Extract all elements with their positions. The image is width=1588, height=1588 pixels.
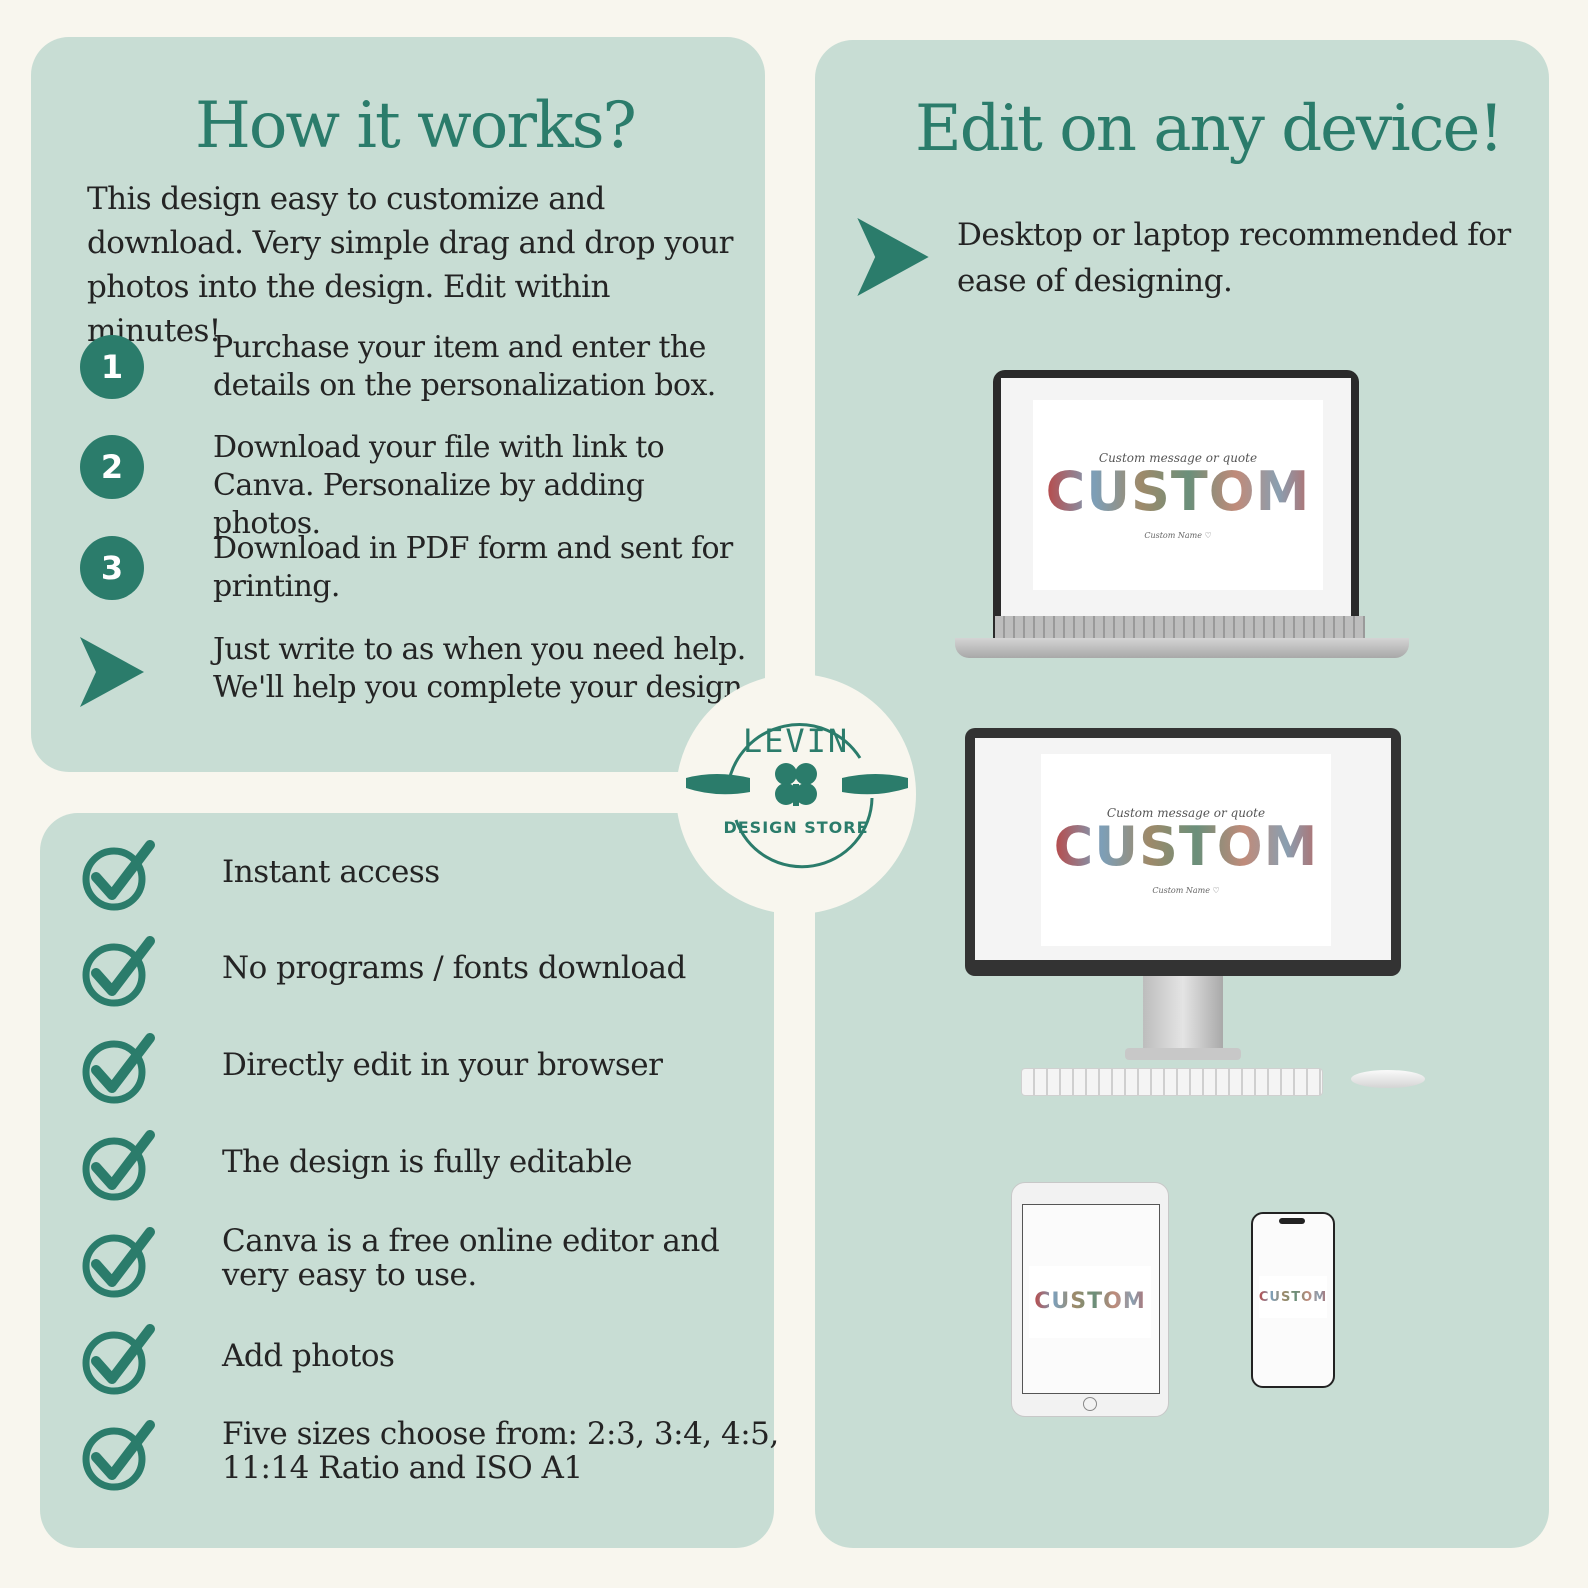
check-circle-icon (82, 1324, 155, 1395)
how-it-works-intro: This design easy to customize and downlo… (87, 181, 733, 349)
design-word-text: CUSTOM (1045, 459, 1311, 523)
laptop-screen-design: Custom message or quote CUSTOM Custom Na… (1033, 400, 1323, 590)
keyboard (1021, 1068, 1323, 1096)
feature-text: Directly edit in your browser (222, 1047, 663, 1083)
tablet-mockup: CUSTOM (1011, 1182, 1169, 1417)
tablet-home-button (1083, 1397, 1097, 1411)
check-circle-icon (82, 936, 155, 1007)
how-it-works-title: How it works? (195, 89, 637, 163)
step-text: Purchase your item and enter the details… (213, 330, 716, 403)
design-word-text: CUSTOM (1034, 1289, 1146, 1314)
feature-text: Canva is a free online editor and very e… (222, 1223, 720, 1293)
design-word-text: CUSTOM (1053, 814, 1319, 878)
design-name-text: Custom Name ♡ (1144, 530, 1212, 540)
logo-bottom-text: DESIGN STORE (723, 818, 869, 837)
check-circle-icon (82, 840, 155, 911)
tablet-screen-design: CUSTOM (1029, 1266, 1151, 1338)
design-quote-text: Custom message or quote (1106, 805, 1266, 820)
features-panel: Instant access No programs / fonts downl… (40, 813, 779, 1548)
step-text: Download your file with link to Canva. P… (213, 430, 665, 541)
arrow-right-icon (80, 637, 144, 707)
clover-logo-icon (686, 723, 908, 869)
phone-notch (1279, 1218, 1305, 1224)
phone-mockup: CUSTOM (1251, 1212, 1335, 1388)
feature-text: Five sizes choose from: 2:3, 3:4, 4:5, 1… (222, 1416, 779, 1486)
laptop-keyboard-strip (995, 616, 1365, 638)
design-name-text: Custom Name ♡ (1152, 885, 1220, 895)
design-quote-text: Custom message or quote (1098, 450, 1258, 465)
phone-screen-design: CUSTOM (1259, 1276, 1327, 1318)
step-text: Download in PDF form and sent for printi… (213, 531, 733, 604)
monitor-foot (1125, 1048, 1241, 1060)
levin-design-store-logo: LEVIN DESIGN STORE (676, 674, 916, 914)
mouse (1351, 1070, 1425, 1088)
desktop-mockup: Custom message or quote CUSTOM Custom Na… (965, 728, 1425, 1100)
check-circle-icon (82, 1130, 155, 1201)
step-number-badge: 2 (80, 435, 144, 499)
monitor-screen-design: Custom message or quote CUSTOM Custom Na… (1041, 754, 1331, 946)
logo-top-text: LEVIN (742, 722, 850, 760)
check-circle-icon (82, 1420, 155, 1491)
how-it-works-panel: How it works? This design easy to custom… (31, 37, 765, 772)
check-circle-icon (82, 1033, 155, 1104)
design-word-text: CUSTOM (1258, 1289, 1328, 1305)
edit-title: Edit on any device! (915, 92, 1504, 166)
arrow-right-icon (857, 218, 929, 296)
feature-text: The design is fully editable (222, 1144, 632, 1180)
check-circle-icon (82, 1227, 155, 1298)
edit-recommendation: Desktop or laptop recommended for ease o… (957, 217, 1511, 299)
feature-text: Add photos (222, 1338, 395, 1374)
step-number-badge: 1 (80, 335, 144, 399)
laptop-base (955, 638, 1409, 658)
feature-text: Instant access (222, 854, 440, 890)
feature-text: No programs / fonts download (222, 950, 686, 986)
help-text: Just write to as when you need help. We'… (213, 632, 752, 705)
edit-on-any-device-panel: Edit on any device! Desktop or laptop re… (815, 40, 1549, 1548)
monitor-stand (1143, 976, 1223, 1056)
step-number-badge: 3 (80, 536, 144, 600)
laptop-mockup: Custom message or quote CUSTOM Custom Na… (955, 370, 1409, 660)
